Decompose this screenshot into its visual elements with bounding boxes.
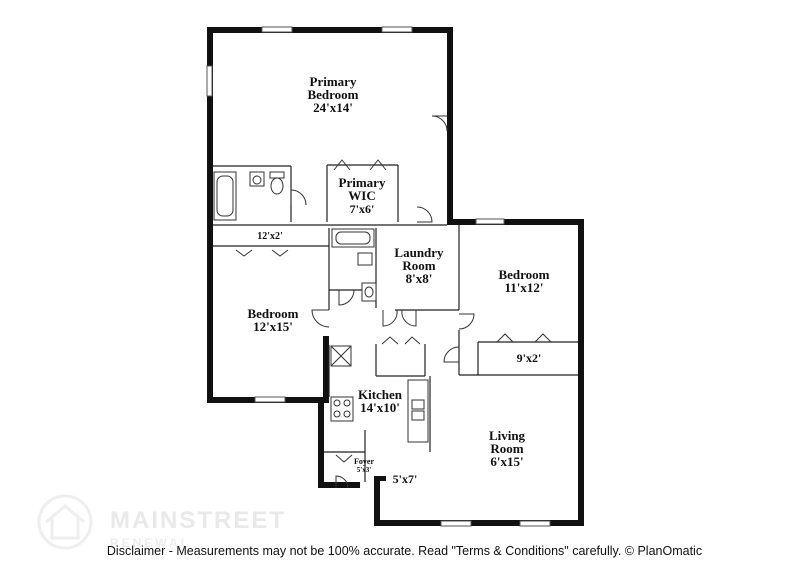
laundry-room-dims: 8'x8' — [406, 271, 433, 286]
disclaimer-text: Disclaimer - Measurements may not be 100… — [106, 544, 703, 558]
primary-wic-dims: 7'x6' — [350, 202, 375, 216]
laundry-room-label-2: Room — [402, 258, 435, 273]
bedroom-right-dims: 11'x12' — [504, 280, 543, 295]
primary-wic-label-2: WIC — [348, 188, 375, 203]
fixtures — [213, 171, 429, 443]
living-room-label-1: Living — [489, 428, 526, 443]
living-room-label-2: Room — [490, 441, 523, 456]
primary-bedroom-dims: 24'x14' — [313, 100, 353, 115]
bedroom-left-dims: 12'x15' — [253, 319, 293, 334]
foyer-label: Foyer — [354, 457, 374, 466]
kitchen-label: Kitchen — [358, 387, 403, 402]
logo-sub-text: RENEWAL — [110, 536, 191, 550]
kitchen-dims: 14'x10' — [360, 400, 400, 415]
windows — [206, 26, 551, 527]
exterior-walls — [207, 27, 584, 526]
mainstreet-logo: MAINSTREET RENEWAL — [37, 494, 286, 550]
bedroom-right-label: Bedroom — [498, 267, 549, 282]
logo-main-text: MAINSTREET — [110, 507, 286, 534]
primary-bedroom-label-1: Primary — [310, 74, 357, 89]
primary-wic-label-1: Primary — [339, 175, 386, 190]
entry-dims: 5'x7' — [393, 472, 418, 486]
foyer-dims: 5'x3' — [357, 466, 371, 474]
living-room-dims: 6'x15' — [490, 454, 523, 469]
hall-closet-dims: 12'x2' — [257, 231, 283, 242]
bedroom-right-closet-dims: 9'x2' — [517, 351, 542, 365]
room-labels: Primary Bedroom 24'x14' Primary WIC 7'x6… — [247, 74, 549, 486]
doors — [235, 115, 552, 489]
primary-bedroom-label-2: Bedroom — [307, 87, 358, 102]
laundry-room-label-1: Laundry — [394, 245, 444, 260]
bedroom-left-label: Bedroom — [247, 306, 298, 321]
